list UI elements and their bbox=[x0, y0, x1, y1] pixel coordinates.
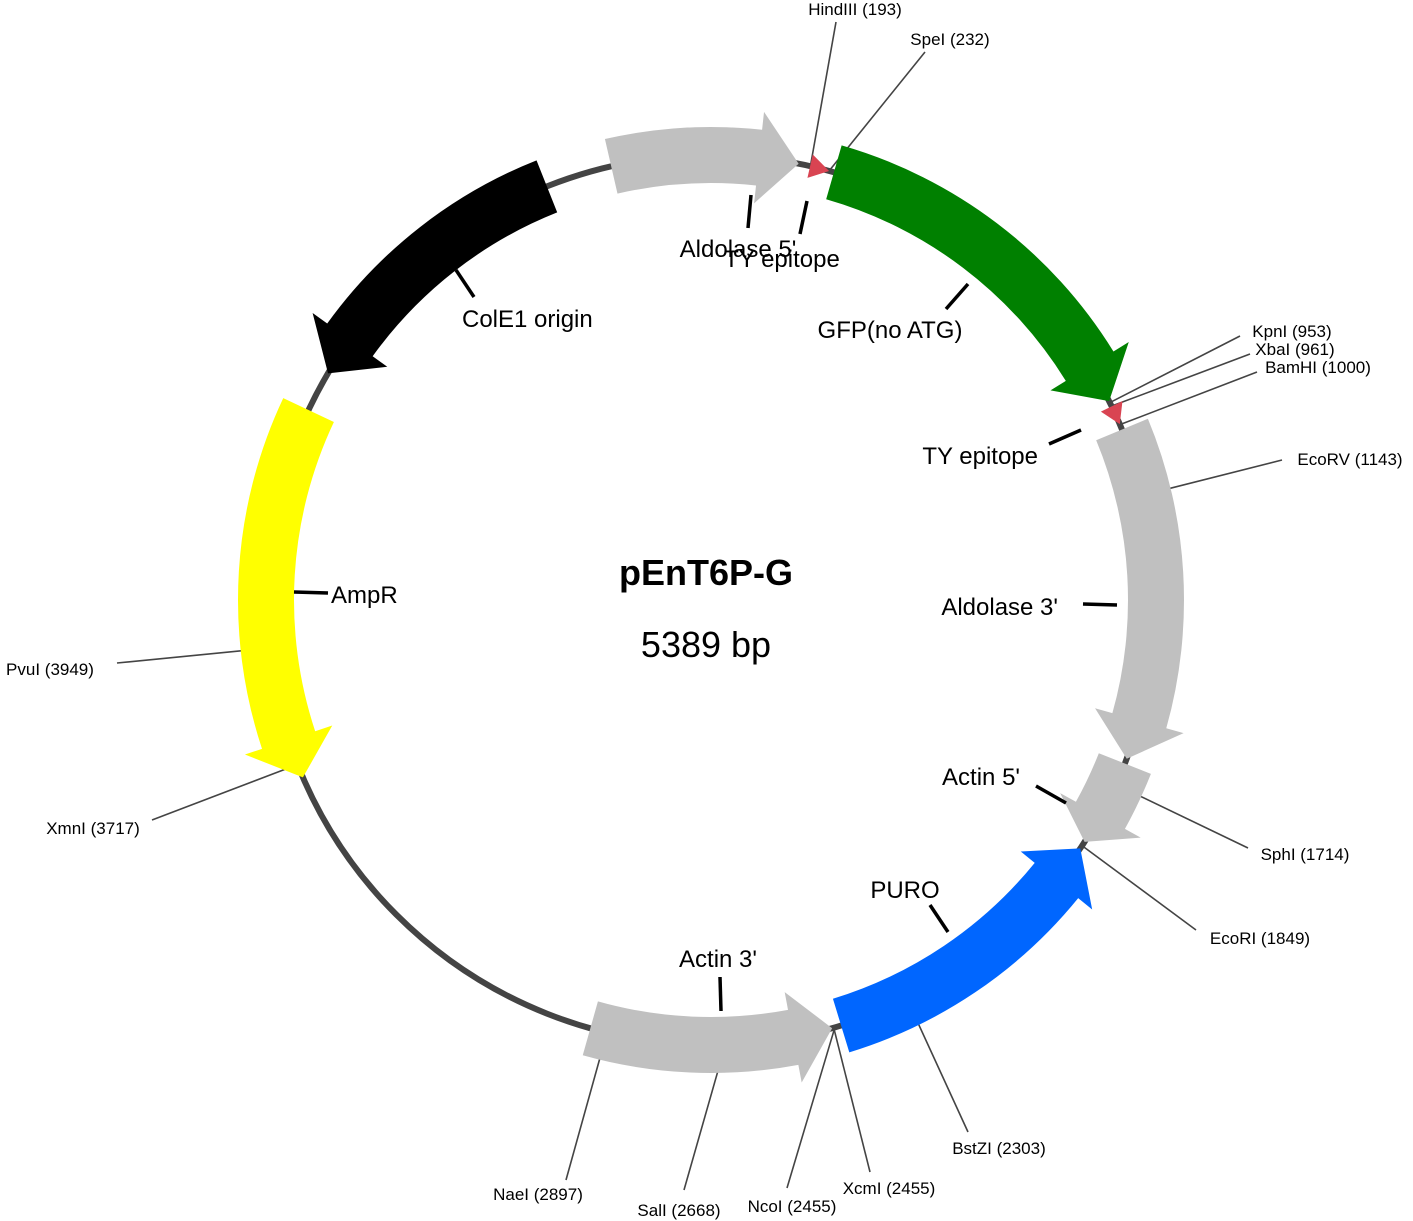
site-label-sali: SalI (2668) bbox=[637, 1201, 720, 1220]
feature-label-ampr: AmpR bbox=[331, 582, 398, 609]
site-label-xcmi: XcmI (2455) bbox=[843, 1179, 936, 1198]
plasmid-name: pEnT6P-G bbox=[619, 552, 793, 593]
feature-label-cole1: ColE1 origin bbox=[462, 306, 593, 333]
feature-label-actin-5: Actin 5' bbox=[942, 764, 1020, 791]
site-label-ecori: EcoRI (1849) bbox=[1210, 929, 1310, 948]
site-label-kpni: KpnI (953) bbox=[1252, 322, 1331, 341]
site-leader-xbai bbox=[1113, 353, 1251, 407]
feature-actin-3 bbox=[582, 992, 833, 1083]
feature-aldolase-3 bbox=[1095, 418, 1184, 759]
feature-ty-epitope-1 bbox=[807, 154, 830, 178]
feature-label-ty-epitope-1: TY epitope bbox=[724, 246, 840, 273]
feature-leader-gfp bbox=[944, 282, 970, 311]
site-label-pvui: PvuI (3949) bbox=[6, 660, 94, 679]
site-label-bstzi: BstZI (2303) bbox=[952, 1139, 1046, 1158]
restriction-site-labels: HindIII (193) SpeI (232) KpnI (953)XbaI (9… bbox=[6, 0, 1403, 1220]
feature-arrows bbox=[237, 111, 1184, 1083]
site-label-xbai: XbaI (961) bbox=[1255, 340, 1334, 359]
site-label-bamhi: BamHI (1000) bbox=[1265, 358, 1371, 377]
feature-label-ty-epitope-2: TY epitope bbox=[922, 443, 1038, 470]
site-leader-xcmi bbox=[833, 1029, 871, 1173]
site-label-ecorv: EcoRV (1143) bbox=[1297, 450, 1402, 469]
feature-leader-cole1 bbox=[454, 269, 476, 298]
site-leader-xmni bbox=[151, 764, 296, 821]
site-leader-kpni bbox=[1111, 335, 1241, 403]
feature-leader-ampr bbox=[293, 590, 329, 595]
feature-leader-ty-epitope-1 bbox=[798, 200, 809, 235]
site-label-spei: SpeI (232) bbox=[910, 30, 989, 49]
plasmid-size: 5389 bp bbox=[641, 624, 771, 665]
feature-label-aldolase-5: Aldolase 5' bbox=[680, 236, 797, 263]
feature-leader-actin-3 bbox=[718, 976, 723, 1012]
feature-ty-epitope-2 bbox=[1100, 401, 1123, 425]
feature-leader-actin-5 bbox=[1035, 784, 1067, 805]
site-label-sphi: SphI (1714) bbox=[1261, 845, 1350, 864]
feature-label-actin-3: Actin 3' bbox=[679, 946, 757, 973]
site-label-xmni: XmnI (3717) bbox=[46, 819, 140, 838]
feature-ampr bbox=[237, 398, 334, 778]
feature-leader-aldolase-5 bbox=[746, 194, 753, 229]
site-leader-ncoi bbox=[786, 1029, 835, 1189]
site-leader-hindiii bbox=[809, 21, 837, 165]
feature-actin-5 bbox=[1060, 753, 1151, 842]
feature-label-gfp: GFP(no ATG) bbox=[818, 317, 963, 344]
site-leader-ecori bbox=[1083, 846, 1197, 931]
feature-leader-aldolase-3 bbox=[1082, 602, 1118, 607]
feature-aldolase-5 bbox=[604, 111, 799, 204]
feature-label-puro: PURO bbox=[870, 877, 939, 904]
feature-gfp bbox=[826, 145, 1129, 402]
site-leader-bamhi bbox=[1121, 371, 1258, 425]
site-label-hindiii: HindIII (193) bbox=[808, 0, 902, 19]
feature-cole1 bbox=[312, 160, 558, 374]
feature-label-aldolase-3: Aldolase 3' bbox=[941, 594, 1058, 621]
feature-puro bbox=[832, 848, 1093, 1053]
site-label-ncoi: NcoI (2455) bbox=[748, 1197, 837, 1216]
feature-leader-puro bbox=[928, 904, 950, 933]
site-label-naei: NaeI (2897) bbox=[493, 1185, 583, 1204]
feature-leader-ty-epitope-2 bbox=[1048, 428, 1082, 446]
feature-label-leaders bbox=[293, 194, 1118, 1012]
